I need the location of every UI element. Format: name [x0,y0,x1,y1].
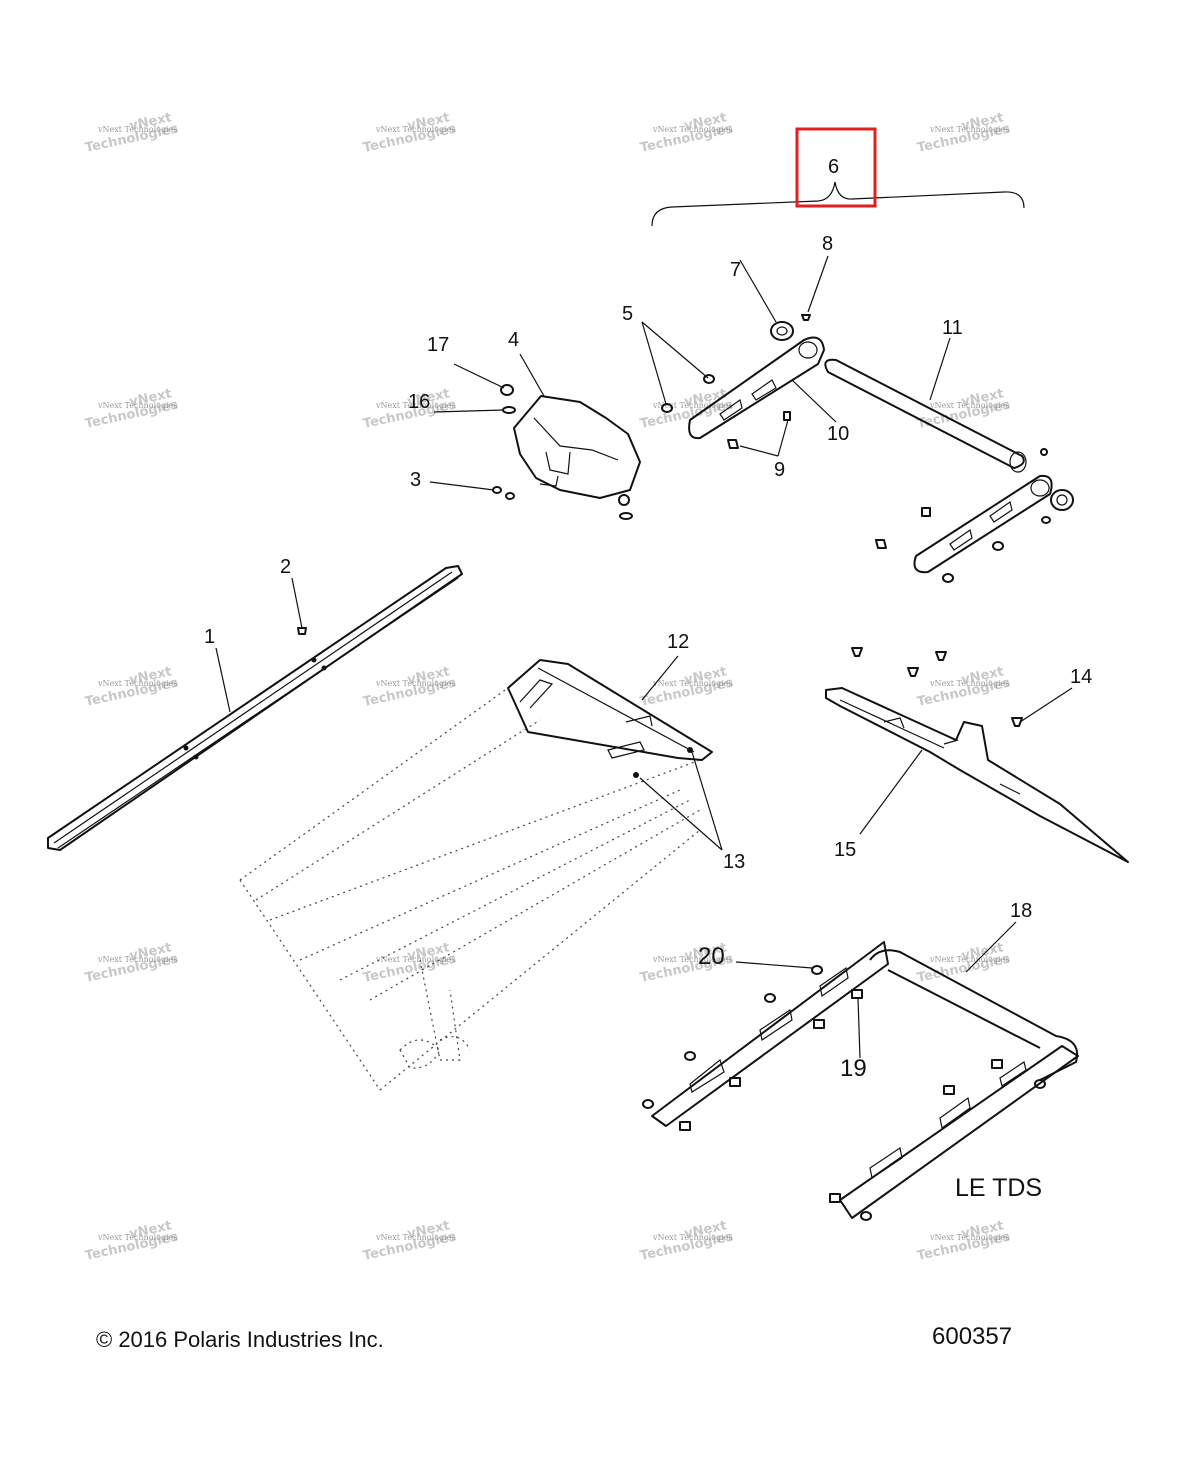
part-1-rail[interactable] [47,565,463,851]
part-6-fasteners-right[interactable] [875,448,1051,583]
part-7-bushing[interactable] [770,321,794,341]
group-brace-6 [651,181,1025,227]
part-11-tube[interactable] [824,358,1027,473]
watermark-text: vNext Technologies [375,125,455,134]
part-10-arm-left[interactable] [688,336,825,440]
watermark-text: vNext Technologies [375,955,455,964]
watermark-text: vNext Technologies [929,955,1009,964]
callout-8[interactable]: 8 [822,233,833,255]
callout-14[interactable]: 14 [1070,666,1092,688]
watermark-text: vNext Technologies [929,401,1009,410]
part-15-brace[interactable] [825,687,1129,863]
part-14-screws[interactable] [851,647,1023,727]
fastener-16[interactable] [502,406,516,414]
watermark-text: vNext Technologies [375,401,455,410]
callout-12[interactable]: 12 [667,631,689,653]
watermark-text: vNext Technologies [652,955,732,964]
callout-18[interactable]: 18 [1010,900,1032,922]
callout-6[interactable]: 6 [828,156,839,178]
callout-9[interactable]: 9 [774,459,785,481]
callout-numbers: 1 2 3 4 5 6 7 8 9 10 11 12 13 14 15 16 1… [204,156,1092,1082]
watermark-text: vNext Technologies [97,401,177,410]
part-2-screw[interactable] [297,627,307,635]
callout-5[interactable]: 5 [622,303,633,325]
fastener-3[interactable] [492,486,515,500]
watermark-text: vNext Technologies [652,679,732,688]
watermark-text: vNext Technologies [375,1233,455,1242]
callout-10[interactable]: 10 [827,423,849,445]
callout-7[interactable]: 7 [730,259,741,281]
watermark-text: vNext Technologies [375,679,455,688]
callout-1[interactable]: 1 [204,626,215,648]
callout-11[interactable]: 11 [942,317,963,339]
callout-16[interactable]: 16 [408,391,430,413]
variant-label: LE TDS [955,1174,1043,1202]
watermark-text: vNext Technologies [929,125,1009,134]
callout-13[interactable]: 13 [723,851,745,873]
watermark-text: vNext Technologies [929,1233,1009,1242]
watermark-text: vNext Technologies [97,1233,177,1242]
watermark-text: vNext Technologies [97,125,177,134]
watermark-text: vNext Technologies [652,125,732,134]
part-13-rivets[interactable] [633,747,693,778]
callout-3[interactable]: 3 [410,469,421,491]
callout-17[interactable]: 17 [427,334,449,356]
part-4-cover[interactable] [513,395,641,499]
drawing-number: 600357 [932,1323,1013,1350]
watermark-text: vNext Technologies [929,679,1009,688]
part-19-bolts[interactable] [679,989,1003,1203]
part-18-rack[interactable] [651,941,1079,1219]
part-8-fastener[interactable] [801,314,811,321]
fastener-17[interactable] [500,384,514,396]
watermark-text: vNext Technologies [97,679,177,688]
callout-19[interactable]: 19 [840,1055,867,1082]
leader-lines [215,255,1073,1059]
callout-20[interactable]: 20 [698,943,725,970]
callout-4[interactable]: 4 [508,329,519,351]
callout-highlight-box [795,127,877,208]
part-5-nuts[interactable] [661,374,715,413]
watermark-text: vNext Technologies [652,1233,732,1242]
callout-15[interactable]: 15 [834,839,856,861]
part-20-nuts[interactable] [642,965,1046,1221]
part-9-bolts[interactable] [727,411,791,449]
callout-2[interactable]: 2 [280,556,291,578]
fastener-cover-right[interactable] [618,494,633,520]
watermark-text: vNext Technologies [97,955,177,964]
part-10-arm-right[interactable] [913,474,1074,574]
part-12-bed-panel[interactable] [239,659,713,1091]
copyright-notice: © 2016 Polaris Industries Inc. [96,1327,384,1352]
watermark-text: vNext Technologies [652,401,732,410]
